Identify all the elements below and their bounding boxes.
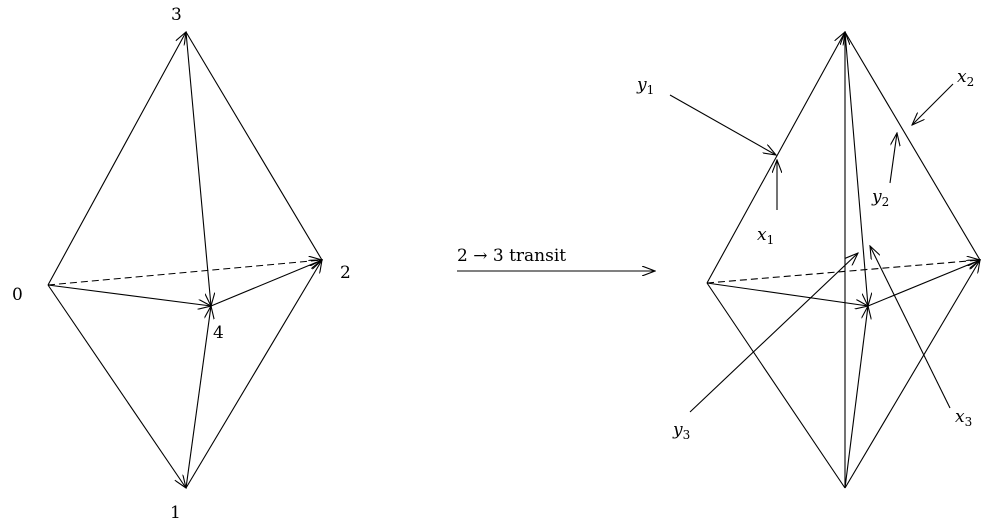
pointer-y3 bbox=[689, 253, 858, 413]
pointer-y1 bbox=[669, 94, 776, 155]
right-three-tetrahedra: y1 x2 y2 x1 y3 x3 bbox=[636, 31, 981, 489]
edge-3-4 bbox=[185, 31, 211, 306]
label-y2: y2 bbox=[871, 187, 889, 209]
left-tetrahedron-pair: 3 0 2 4 1 bbox=[12, 5, 351, 523]
edge-3-2 bbox=[185, 31, 323, 261]
vertex-label-1: 1 bbox=[170, 503, 181, 523]
vertex-label-3: 3 bbox=[171, 5, 182, 25]
pointer-x3 bbox=[870, 246, 951, 409]
edge-r-3-2 bbox=[844, 31, 981, 261]
transition-label: 2 → 3 transit bbox=[457, 246, 566, 266]
edge-1-4 bbox=[185, 306, 211, 489]
edge-0-4 bbox=[47, 284, 211, 306]
edge-r-0-1 bbox=[706, 282, 846, 489]
edge-0-1 bbox=[47, 284, 186, 488]
label-y1: y1 bbox=[636, 75, 654, 97]
edge-r-0-3 bbox=[706, 32, 845, 284]
vertex-label-4: 4 bbox=[213, 323, 224, 343]
edge-r-0-2-dashed bbox=[706, 260, 980, 284]
label-x3: x3 bbox=[955, 407, 972, 429]
vertex-label-0: 0 bbox=[12, 285, 23, 305]
pointer-y2 bbox=[889, 133, 897, 184]
label-y3: y3 bbox=[672, 420, 690, 442]
label-x1: x1 bbox=[757, 225, 774, 247]
edge-4-2 bbox=[210, 260, 322, 307]
edge-1-2 bbox=[185, 260, 322, 489]
edge-r-1-2 bbox=[844, 260, 980, 489]
edge-0-2-dashed bbox=[47, 260, 322, 286]
edge-r-1-4 bbox=[844, 306, 868, 489]
pointer-x2 bbox=[912, 83, 954, 125]
transition: 2 → 3 transit bbox=[457, 246, 655, 271]
edge-r-4-2 bbox=[867, 260, 980, 307]
edge-r-3-4 bbox=[844, 31, 868, 306]
label-x2: x2 bbox=[957, 67, 974, 89]
vertex-label-2: 2 bbox=[340, 263, 351, 283]
edge-0-3 bbox=[47, 32, 186, 286]
edge-r-0-4 bbox=[706, 282, 868, 306]
